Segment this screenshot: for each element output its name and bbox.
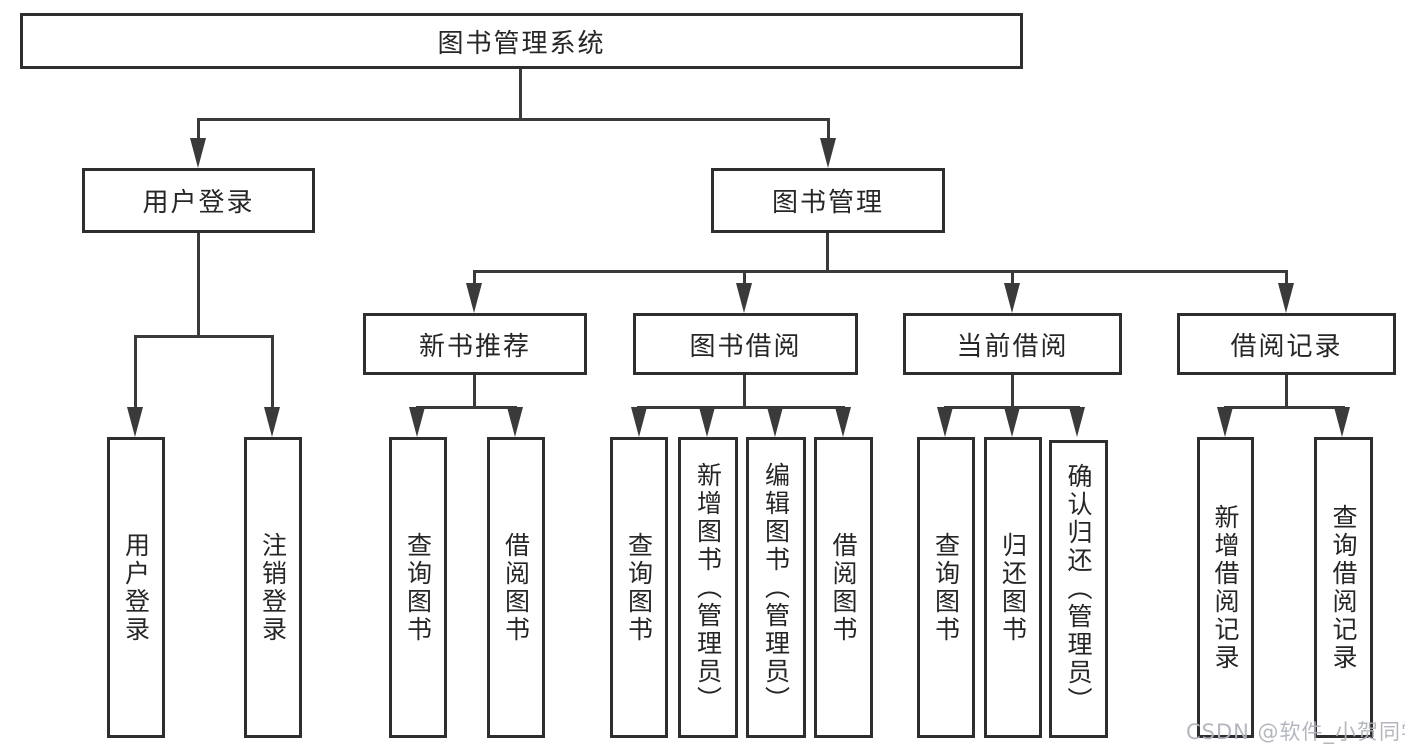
connector-line — [519, 68, 522, 120]
node-borrow-records: 借阅记录 — [1177, 313, 1396, 375]
leaf-current-return-label: 归还图书 — [998, 531, 1028, 644]
leaf-records-add: 新增借阅记录 — [1197, 437, 1254, 738]
arrow-down-icon — [937, 407, 953, 437]
leaf-borrow-book-label: 借阅图书 — [829, 531, 858, 644]
leaf-newbooks-query-label: 查询图书 — [403, 531, 433, 644]
leaf-current-confirm-label: 确认归还（管理员） — [1064, 463, 1093, 715]
node-new-book-recommend-label: 新书推荐 — [418, 331, 531, 362]
node-root: 图书管理系统 — [20, 13, 1023, 69]
node-current-borrow-label: 当前借阅 — [956, 331, 1069, 362]
connector-line — [827, 118, 830, 142]
arrow-down-icon — [699, 407, 715, 437]
node-user-login: 用户登录 — [82, 168, 315, 233]
leaf-newbooks-query: 查询图书 — [389, 437, 447, 738]
node-borrow-records-label: 借阅记录 — [1230, 331, 1343, 362]
leaf-current-confirm: 确认归还（管理员） — [1049, 440, 1108, 738]
connector-line — [197, 118, 200, 142]
connector-line — [271, 335, 274, 411]
csdn-watermark: CSDN @软件_小贺同学 — [1186, 720, 1405, 744]
leaf-borrow-add-label: 新增图书（管理员） — [693, 461, 723, 714]
node-book-management: 图书管理 — [711, 168, 945, 233]
leaf-current-query-label: 查询图书 — [931, 531, 961, 644]
arrow-down-icon — [631, 407, 647, 437]
node-user-login-label: 用户登录 — [142, 188, 255, 218]
leaf-newbooks-borrow-label: 借阅图书 — [501, 531, 531, 644]
node-book-management-label: 图书管理 — [771, 188, 884, 218]
connector-line — [743, 270, 746, 288]
leaf-records-add-label: 新增借阅记录 — [1211, 503, 1240, 672]
arrow-down-icon — [736, 283, 752, 313]
connector-line — [197, 118, 830, 121]
connector-line — [1011, 270, 1014, 288]
leaf-records-query: 查询借阅记录 — [1314, 437, 1373, 738]
arrow-down-icon — [835, 407, 851, 437]
arrow-down-icon — [1004, 283, 1020, 313]
arrow-down-icon — [409, 407, 425, 437]
leaf-records-query-label: 查询借阅记录 — [1329, 503, 1358, 672]
arrow-down-icon — [190, 138, 206, 168]
arrow-down-icon — [820, 138, 836, 168]
connector-line — [134, 335, 137, 411]
leaf-user-login-label: 用户登录 — [121, 531, 151, 644]
leaf-newbooks-borrow: 借阅图书 — [487, 437, 545, 738]
node-new-book-recommend: 新书推荐 — [363, 313, 587, 375]
connector-line — [1224, 406, 1345, 409]
arrow-down-icon — [767, 407, 783, 437]
connector-line — [826, 233, 829, 273]
leaf-logout: 注销登录 — [244, 437, 302, 738]
connector-line — [134, 335, 274, 338]
leaf-current-query: 查询图书 — [917, 437, 975, 738]
arrow-down-icon — [1217, 407, 1233, 437]
arrow-down-icon — [264, 407, 280, 437]
arrow-down-icon — [1334, 407, 1350, 437]
arrow-down-icon — [1069, 407, 1085, 437]
node-book-borrow-label: 图书借阅 — [689, 331, 802, 362]
leaf-borrow-book: 借阅图书 — [814, 437, 873, 738]
arrow-down-icon — [1278, 283, 1294, 313]
leaf-borrow-edit: 编辑图书（管理员） — [746, 437, 806, 738]
leaf-user-login: 用户登录 — [107, 437, 165, 738]
leaf-borrow-edit-label: 编辑图书（管理员） — [761, 461, 791, 714]
connector-line — [1285, 270, 1288, 288]
leaf-borrow-add: 新增图书（管理员） — [678, 437, 738, 738]
arrow-down-icon — [507, 407, 523, 437]
connector-line — [416, 406, 517, 409]
connector-line — [473, 270, 1288, 273]
leaf-borrow-query: 查询图书 — [610, 437, 668, 738]
node-root-label: 图书管理系统 — [437, 28, 606, 59]
leaf-logout-label: 注销登录 — [258, 531, 288, 644]
connector-line — [743, 374, 746, 409]
node-book-borrow: 图书借阅 — [633, 313, 858, 375]
node-current-borrow: 当前借阅 — [903, 313, 1122, 375]
arrow-down-icon — [466, 283, 482, 313]
connector-line — [473, 374, 476, 409]
leaf-borrow-query-label: 查询图书 — [624, 531, 654, 644]
connector-line — [473, 270, 476, 288]
connector-line — [1285, 374, 1288, 409]
connector-line — [637, 406, 845, 409]
leaf-current-return: 归还图书 — [984, 437, 1042, 738]
connector-line — [1011, 374, 1014, 409]
connector-line — [197, 233, 200, 338]
arrow-down-icon — [1004, 407, 1020, 437]
arrow-down-icon — [127, 407, 143, 437]
